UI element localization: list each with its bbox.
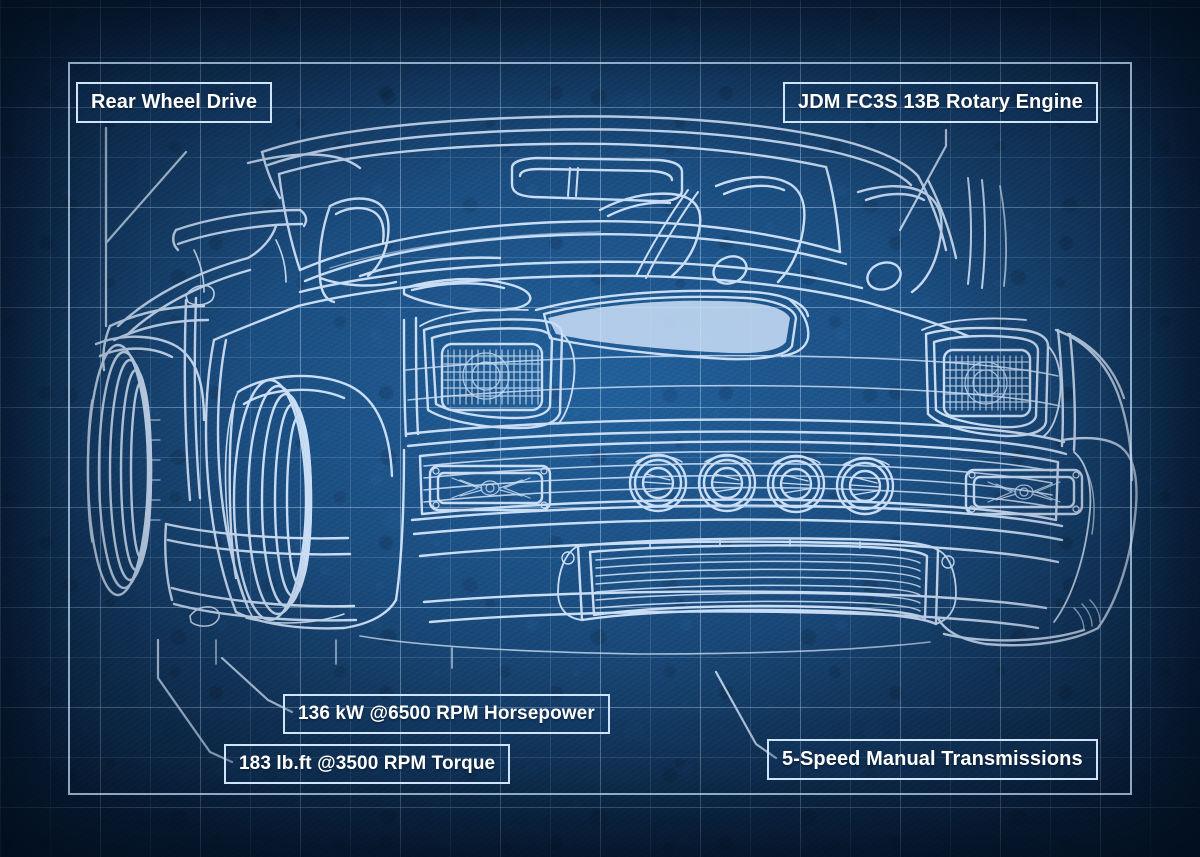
callout-torque[interactable]: 183 lb.ft @3500 RPM Torque xyxy=(224,744,511,785)
callout-rear-wheel-drive[interactable]: Rear Wheel Drive xyxy=(76,82,273,124)
callout-engine[interactable]: JDM FC3S 13B Rotary Engine xyxy=(783,82,1098,124)
callout-horsepower[interactable]: 136 kW @6500 RPM Horsepower xyxy=(283,694,610,735)
callout-transmission[interactable]: 5-Speed Manual Transmissions xyxy=(767,739,1098,781)
